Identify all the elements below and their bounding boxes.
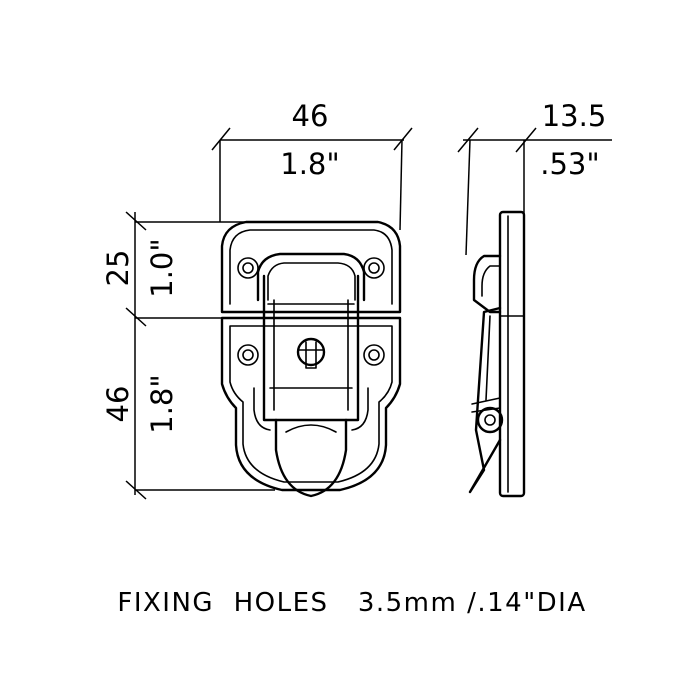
latch-front-view <box>220 220 402 498</box>
fixing-hole-bottom-left <box>237 344 259 366</box>
side-lever <box>468 306 502 494</box>
keyhole <box>296 337 326 369</box>
width-mm-label: 46 <box>292 99 329 133</box>
depth-dimension: 13.5 .53" <box>457 99 612 256</box>
height-dimensions: 25 1.0" 46 1.8" <box>101 211 275 500</box>
lower-mm-label: 46 <box>101 386 135 423</box>
fixing-hole-top-right <box>363 257 385 279</box>
upper-plate <box>220 220 402 314</box>
width-dimension: 46 1.8" <box>211 99 413 231</box>
side-hook <box>472 254 502 314</box>
fixing-hole-bottom-right <box>363 344 385 366</box>
fixing-hole-top-left <box>237 257 259 279</box>
width-in-label: 1.8" <box>280 147 339 181</box>
upper-in-label: 1.0" <box>145 238 179 297</box>
fixing-holes-caption: FIXING HOLES 3.5mm /.14"DIA <box>117 588 586 618</box>
lower-plate <box>220 316 402 492</box>
latch-hook <box>256 252 366 302</box>
depth-in-label: .53" <box>540 147 599 181</box>
hinge-pin <box>476 406 504 434</box>
pull-tab <box>274 418 348 498</box>
latch-side-view <box>468 210 526 498</box>
latch-lever <box>262 274 360 422</box>
depth-mm-label: 13.5 <box>542 99 607 133</box>
lower-in-label: 1.8" <box>145 374 179 433</box>
side-plate <box>498 210 526 498</box>
upper-mm-label: 25 <box>101 250 135 287</box>
